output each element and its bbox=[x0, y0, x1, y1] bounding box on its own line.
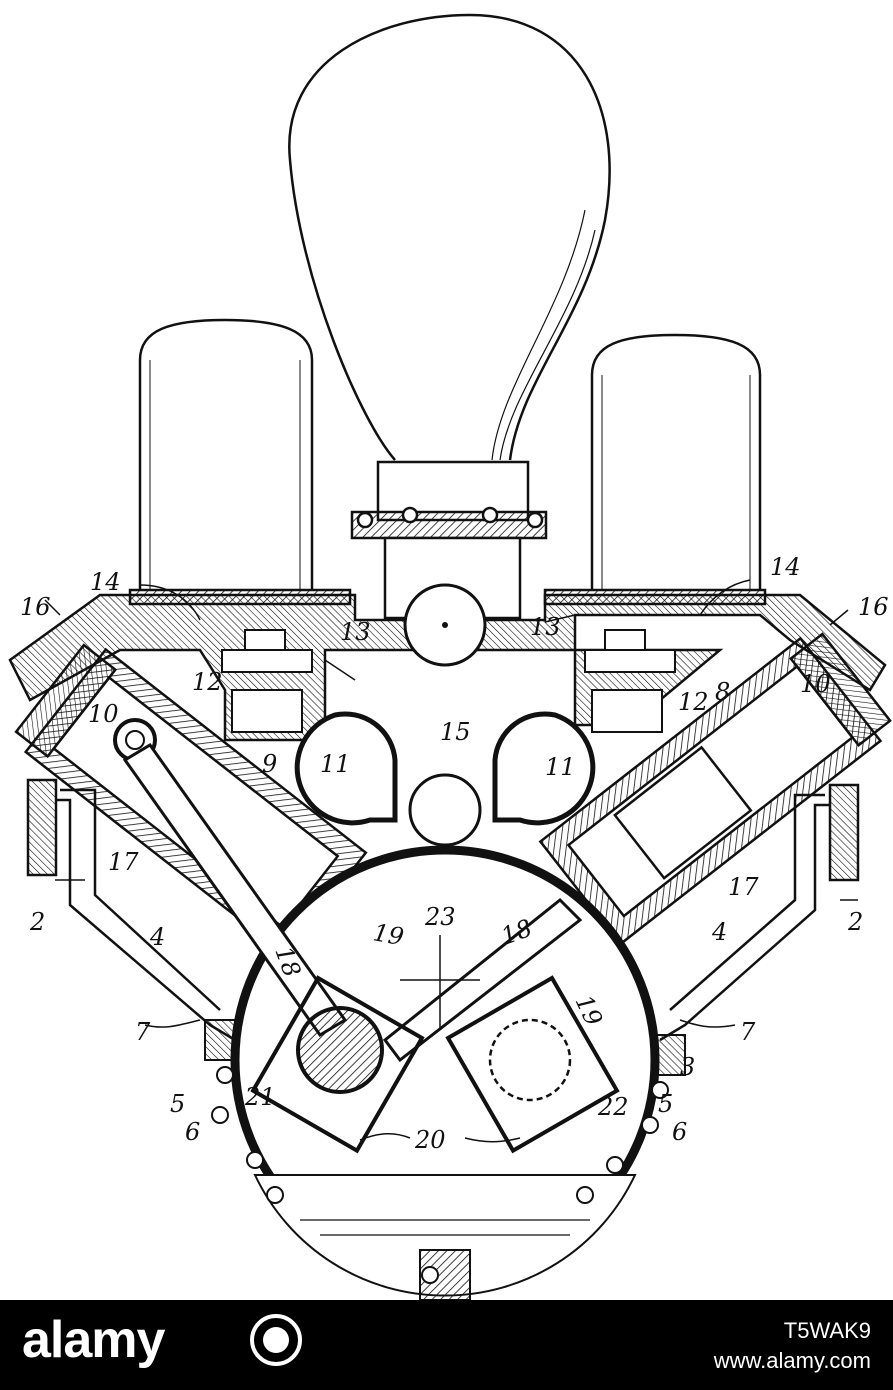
part-label-10: 10 bbox=[88, 700, 119, 728]
brand-logo[interactable]: alamy bbox=[22, 1311, 165, 1369]
valve-gear bbox=[221, 629, 676, 733]
part-label-15: 15 bbox=[440, 718, 471, 746]
bulb-tank bbox=[288, 13, 611, 461]
part-label-2: 2 bbox=[29, 908, 45, 936]
bolts bbox=[204, 1019, 686, 1284]
part-label-5: 5 bbox=[170, 1090, 185, 1118]
part-label-5: 5 bbox=[658, 1090, 673, 1118]
part-label-4: 4 bbox=[711, 918, 727, 946]
left-tank bbox=[138, 318, 314, 590]
part-label-23: 23 bbox=[424, 903, 456, 931]
crankcase bbox=[230, 845, 660, 1300]
part-label-3: 3 bbox=[680, 1053, 695, 1081]
part-label-17: 17 bbox=[728, 873, 759, 901]
brackets bbox=[26, 778, 860, 1042]
part-label-2: 2 bbox=[847, 908, 863, 936]
part-label-22: 22 bbox=[597, 1093, 629, 1121]
part-label-10: 10 bbox=[800, 670, 831, 698]
image-id: T5WAK9 bbox=[783, 1318, 871, 1343]
neck-flange bbox=[350, 460, 548, 620]
right-tank bbox=[590, 333, 762, 590]
leader-lines bbox=[44, 579, 858, 1143]
part-label-20: 20 bbox=[414, 1126, 446, 1154]
part-label-12: 12 bbox=[192, 668, 223, 696]
crank-bearings bbox=[250, 975, 620, 1154]
part-label-19: 19 bbox=[371, 918, 406, 951]
part-label-9: 9 bbox=[262, 750, 277, 778]
part-label-13: 13 bbox=[340, 618, 371, 646]
alamy-logo-icon bbox=[250, 1314, 302, 1366]
part-label-16: 16 bbox=[858, 593, 889, 621]
part-label-13: 13 bbox=[530, 613, 561, 641]
center-mark bbox=[400, 935, 480, 1030]
footer-bar: alamy T5WAK9 www.alamy.com bbox=[0, 1300, 893, 1390]
part-label-6: 6 bbox=[672, 1118, 687, 1146]
part-label-7: 7 bbox=[135, 1018, 151, 1046]
engine-patent-drawing: 2234455667789101011111212131314141516161… bbox=[8, 13, 892, 1300]
part-label-8: 8 bbox=[715, 678, 730, 706]
part-label-14: 14 bbox=[770, 553, 801, 581]
part-label-7: 7 bbox=[740, 1018, 756, 1046]
part-label-4: 4 bbox=[149, 923, 165, 951]
part-label-12: 12 bbox=[678, 688, 709, 716]
part-label-21: 21 bbox=[244, 1083, 276, 1111]
ports bbox=[294, 711, 596, 847]
part-label-11: 11 bbox=[320, 750, 351, 778]
part-label-6: 6 bbox=[185, 1118, 200, 1146]
part-label-14: 14 bbox=[90, 568, 121, 596]
right-cylinder bbox=[538, 632, 892, 946]
site-url[interactable]: www.alamy.com bbox=[713, 1348, 871, 1373]
part-label-17: 17 bbox=[108, 848, 139, 876]
part-label-16: 16 bbox=[20, 593, 51, 621]
part-label-11: 11 bbox=[545, 753, 576, 781]
